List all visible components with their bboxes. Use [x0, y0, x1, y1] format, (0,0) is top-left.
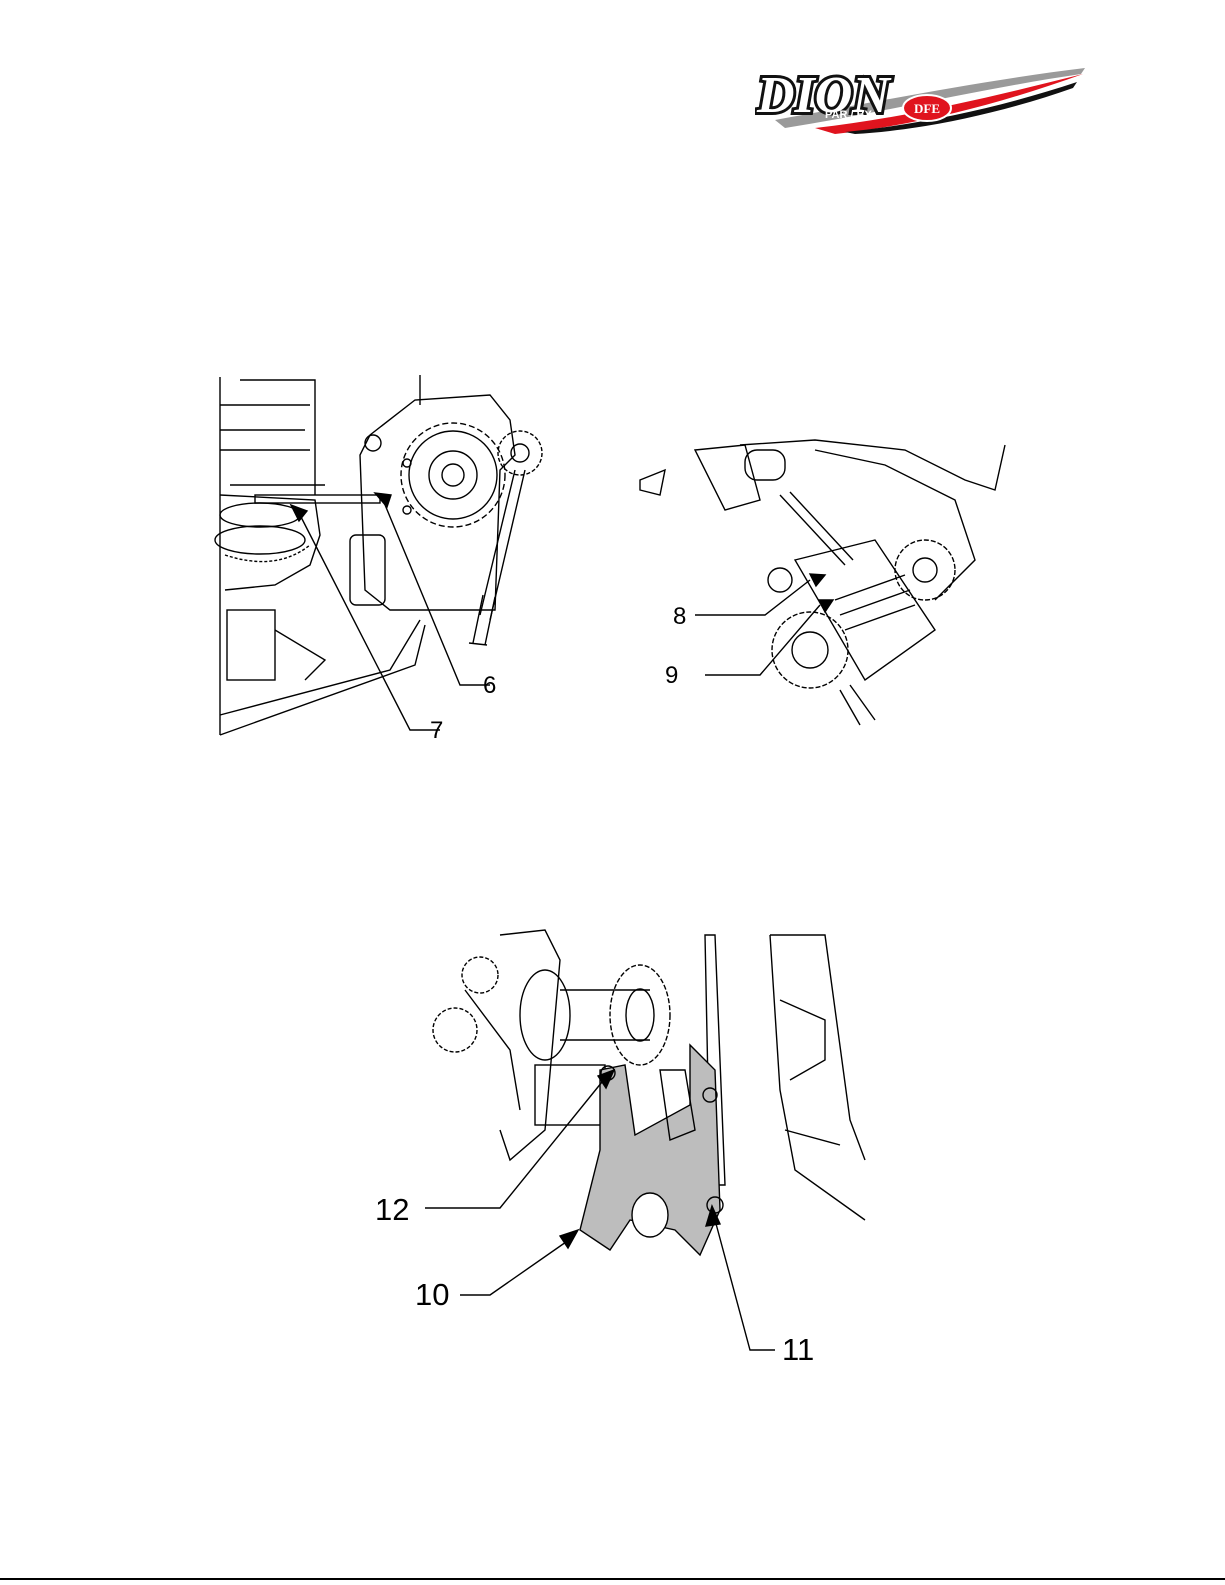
large-sprocket-inner: [409, 431, 497, 519]
left-hub-flange: [520, 970, 570, 1060]
figure-c-drawing: 12 10 11: [370, 930, 880, 1370]
hopper-outline: [220, 620, 425, 735]
center-block: [535, 1065, 605, 1125]
clutch-hub: [792, 632, 828, 668]
lower-tab: [840, 685, 875, 725]
figure-sprocket-drive-side: 6 7: [215, 375, 560, 750]
tension-spring: [469, 595, 495, 645]
cross-shaft: [560, 990, 650, 1040]
callout-7: 7: [430, 717, 443, 744]
callout-9: 9: [665, 662, 678, 689]
driven-sprocket: [895, 540, 955, 600]
idler-sprocket: [498, 431, 542, 475]
logo-badge-text: DFE: [914, 101, 940, 116]
dion-logo: DION PAR / BY DFE: [755, 62, 1095, 134]
pivot-bolt: [365, 435, 381, 451]
frame-edge-right: [770, 935, 865, 1220]
large-sprocket: [401, 423, 505, 527]
bracket-pin-hole: [632, 1193, 668, 1237]
left-small-sprocket: [462, 957, 498, 993]
figure-a-drawing: 6 7: [215, 375, 560, 750]
sprocket-bore: [442, 464, 464, 486]
leader-line-8: [695, 580, 810, 615]
leader-line-11: [715, 1220, 775, 1350]
callout-8: 8: [673, 603, 686, 630]
logo-byline-text: PAR / BY: [825, 109, 873, 121]
decal-box: [227, 610, 275, 680]
plate-bolt-2: [403, 506, 411, 514]
footer-rule: [0, 1578, 1225, 1580]
figure-b-drawing: 8 9: [635, 440, 1020, 740]
callout-10: 10: [415, 1277, 449, 1312]
figure-mounting-bracket: 12 10 11: [370, 930, 880, 1370]
upper-frame-edge: [740, 440, 1005, 490]
arrowhead-7: [291, 505, 307, 521]
idler-hub: [511, 444, 529, 462]
arrowhead-8: [810, 574, 825, 586]
figure-clutch-assembly: 8 9: [635, 440, 1020, 740]
chain-ring-upper: [220, 503, 300, 527]
clutch-nut: [768, 568, 792, 592]
left-lower-sprocket: [433, 1008, 477, 1052]
driven-hub: [913, 558, 937, 582]
center-sprocket: [610, 965, 670, 1065]
block-bracket: [350, 535, 385, 605]
frame-panel-right: [770, 935, 865, 1160]
leader-line-12: [425, 1082, 602, 1208]
callout-6: 6: [483, 672, 496, 699]
center-hub: [626, 989, 654, 1041]
leader-line-6: [383, 500, 490, 685]
frame-details: [780, 1000, 840, 1145]
left-frame-lines: [220, 377, 325, 735]
tension-arm: [480, 470, 525, 620]
chain-ring-lower: [215, 526, 305, 554]
callout-11: 11: [782, 1332, 814, 1367]
left-chain-guard: [465, 990, 520, 1110]
leader-line-10: [460, 1242, 566, 1295]
upper-brackets: [640, 445, 760, 510]
clutch-sprocket: [772, 612, 848, 688]
arrowhead-10: [560, 1230, 578, 1248]
sprocket-hub: [429, 451, 477, 499]
arrowhead-6: [375, 493, 391, 507]
plate-bolt-1: [403, 459, 411, 467]
dion-logo-graphic: DION PAR / BY DFE: [755, 62, 1095, 134]
callout-12: 12: [375, 1192, 409, 1227]
